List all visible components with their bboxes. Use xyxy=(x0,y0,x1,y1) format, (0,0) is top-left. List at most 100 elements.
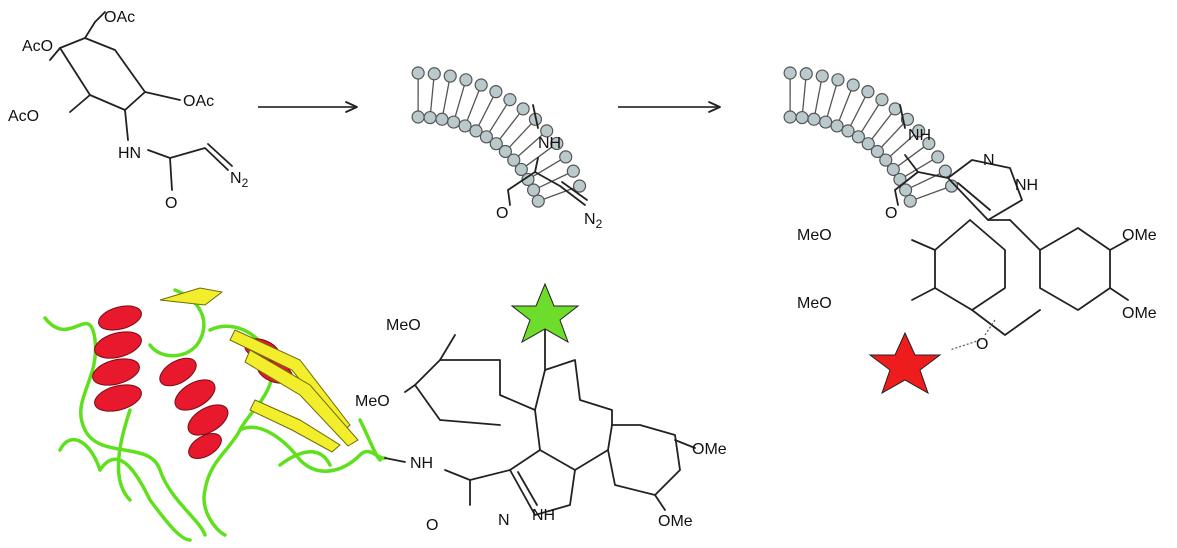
lipid-head xyxy=(514,162,528,177)
lipid-tail xyxy=(813,75,823,120)
lipid-head xyxy=(443,69,457,83)
label-bottom-ome-2: OMe xyxy=(658,513,693,530)
label-right-ome-2: OMe xyxy=(1122,305,1157,322)
label-right-meo-1: MeO xyxy=(797,227,832,244)
lipid-head xyxy=(489,137,503,151)
lipid-head xyxy=(795,110,809,125)
label-mid-o: O xyxy=(496,205,508,222)
lipid-head xyxy=(870,144,884,159)
lipid-head xyxy=(898,183,913,197)
label-oac-right: OAc xyxy=(183,93,214,110)
label-carbonyl-o: O xyxy=(165,195,177,212)
lipid-head xyxy=(566,164,580,178)
pyrazole-product-structure: NH O N NH MeO MeO OMe OMe O xyxy=(797,104,1157,353)
lipid-head xyxy=(423,110,437,125)
protein-conjugate-structure: MeO MeO OMe OMe NH O N NH xyxy=(355,317,727,534)
lipid-tail xyxy=(495,108,524,145)
label-bottom-nh: NH xyxy=(410,455,433,472)
lipid-head xyxy=(886,162,900,177)
lipid-head xyxy=(875,93,889,107)
lipid-head xyxy=(903,194,917,208)
green-star-icon xyxy=(510,282,580,344)
lipid-head xyxy=(489,85,503,99)
reaction-arrow-1 xyxy=(258,101,358,113)
lipid-tail xyxy=(905,170,946,191)
lipid-head xyxy=(559,150,573,164)
label-right-nh-ring: NH xyxy=(1015,177,1038,194)
lipid-head xyxy=(474,78,488,92)
lipid-head xyxy=(783,66,797,80)
label-n2: N2 xyxy=(230,170,249,190)
label-right-n: N xyxy=(983,152,995,169)
lipid-tail xyxy=(485,99,511,138)
lipid-tail xyxy=(527,156,567,181)
lipid-head xyxy=(831,73,845,87)
label-right-o: O xyxy=(885,205,897,222)
lipid-head xyxy=(521,172,535,187)
lipid-tail xyxy=(876,118,908,152)
lipid-head xyxy=(783,110,797,124)
cell-membrane-bilayer-1 xyxy=(411,66,587,208)
glycosyl-diazoacetamide-structure: OAc AcO AcO OAc HN N2 O xyxy=(8,9,249,212)
red-star-icon xyxy=(868,331,942,395)
lipid-head xyxy=(912,124,926,138)
label-right-nh: NH xyxy=(908,127,931,144)
label-mid-n2: N2 xyxy=(584,211,603,231)
label-aco-left: AcO xyxy=(8,108,39,125)
lipid-tail xyxy=(475,91,497,132)
label-right-ome-1: OMe xyxy=(1122,227,1157,244)
lipid-head xyxy=(851,130,866,144)
label-right-meo-2: MeO xyxy=(797,295,832,312)
lipid-head xyxy=(479,130,494,144)
label-hn: HN xyxy=(118,145,141,162)
lipid-head xyxy=(516,102,530,116)
lipid-head xyxy=(815,69,829,83)
lipid-tail xyxy=(836,84,854,127)
lipid-tail xyxy=(453,79,467,123)
lipid-head xyxy=(799,67,813,81)
lipid-tail xyxy=(441,75,451,120)
lipid-head xyxy=(411,66,425,80)
lipid-tail xyxy=(910,185,952,202)
lipid-head xyxy=(507,153,521,167)
lipid-tail xyxy=(847,91,869,132)
lipid-head xyxy=(498,144,512,159)
membrane-linker-1: NH O N2 xyxy=(496,104,603,231)
lipid-head xyxy=(572,179,587,193)
lipid-head xyxy=(931,150,945,164)
protein-ribbon xyxy=(43,287,387,542)
lipid-head xyxy=(819,115,833,129)
lipid-head xyxy=(469,124,483,138)
label-mid-nh: NH xyxy=(538,135,561,152)
lipid-head xyxy=(459,73,473,87)
label-aco-top: AcO xyxy=(22,38,53,55)
lipid-tail xyxy=(899,156,939,181)
label-bottom-n: N xyxy=(498,512,510,529)
lipid-head xyxy=(526,183,541,197)
lipid-tail xyxy=(538,185,580,202)
lipid-head xyxy=(807,112,821,126)
lipid-tail xyxy=(429,73,435,118)
lipid-tail xyxy=(857,99,883,138)
lipid-head xyxy=(944,179,959,193)
lipid-head xyxy=(861,137,875,151)
label-oac-top: OAc xyxy=(104,9,135,26)
lipid-tail xyxy=(885,130,920,161)
lipid-tail xyxy=(825,79,839,123)
cell-membrane-bilayer-2 xyxy=(783,66,959,208)
lipid-head xyxy=(550,136,564,151)
lipid-tail xyxy=(801,73,807,118)
lipid-head xyxy=(503,93,517,107)
lipid-head xyxy=(938,164,952,178)
label-bottom-o: O xyxy=(426,517,438,534)
lipid-head xyxy=(531,194,545,208)
lipid-tail xyxy=(520,142,558,170)
label-bottom-meo-2: MeO xyxy=(355,393,390,410)
lipid-head xyxy=(540,124,554,138)
lipid-head xyxy=(841,124,855,138)
lipid-tail xyxy=(504,118,536,152)
lipid-head xyxy=(447,115,461,129)
reaction-arrow-2 xyxy=(618,101,721,113)
lipid-head xyxy=(861,85,875,99)
